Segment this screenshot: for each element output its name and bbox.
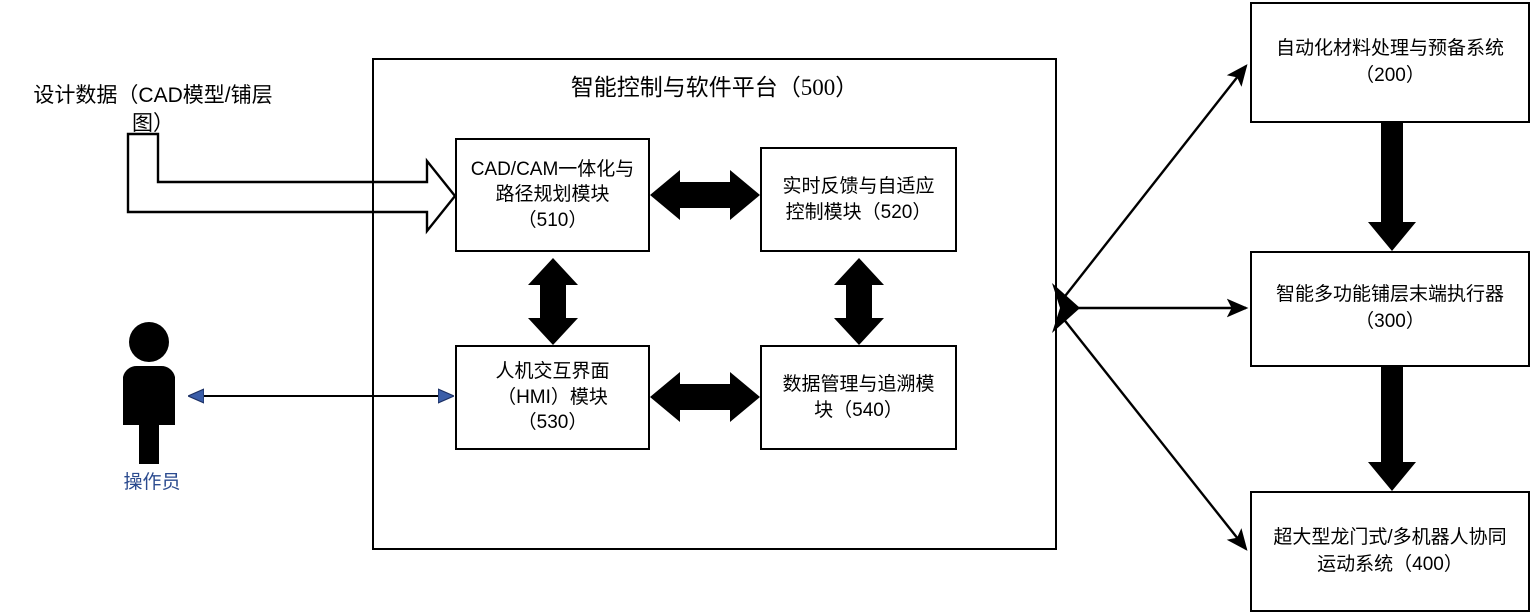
subsystem-gantry-multirobot-motion[interactable]: 超大型龙门式/多机器人协同 运动系统（400） <box>1250 491 1530 612</box>
operator-icon <box>123 322 175 464</box>
platform-container <box>372 58 1057 550</box>
module-realtime-feedback-adaptive-control[interactable]: 实时反馈与自适应 控制模块（520） <box>760 147 957 252</box>
platform-title: 智能控制与软件平台（500） <box>570 75 859 100</box>
subsystem-layup-end-effector[interactable]: 智能多功能铺层末端执行器 （300） <box>1250 251 1530 367</box>
design-data-label: 设计数据（CAD模型/铺层 图） <box>33 84 273 136</box>
connector-platform-to-subsystem-400 <box>1061 316 1248 551</box>
module-cad-cam-path-planning[interactable]: CAD/CAM一体化与 路径规划模块 （510） <box>455 138 650 252</box>
operator-label: 操作员 <box>123 472 181 493</box>
module-hmi[interactable]: 人机交互界面 （HMI）模块 （530） <box>455 345 650 450</box>
subsystem-material-handling[interactable]: 自动化材料处理与预备系统 （200） <box>1250 2 1530 123</box>
connector-platform-to-subsystem-200 <box>1061 64 1248 301</box>
module-data-management-traceability[interactable]: 数据管理与追溯模 块（540） <box>760 345 957 450</box>
connector-subsystem-200-to-300 <box>1368 123 1416 251</box>
connector-subsystem-300-to-400 <box>1368 367 1416 491</box>
